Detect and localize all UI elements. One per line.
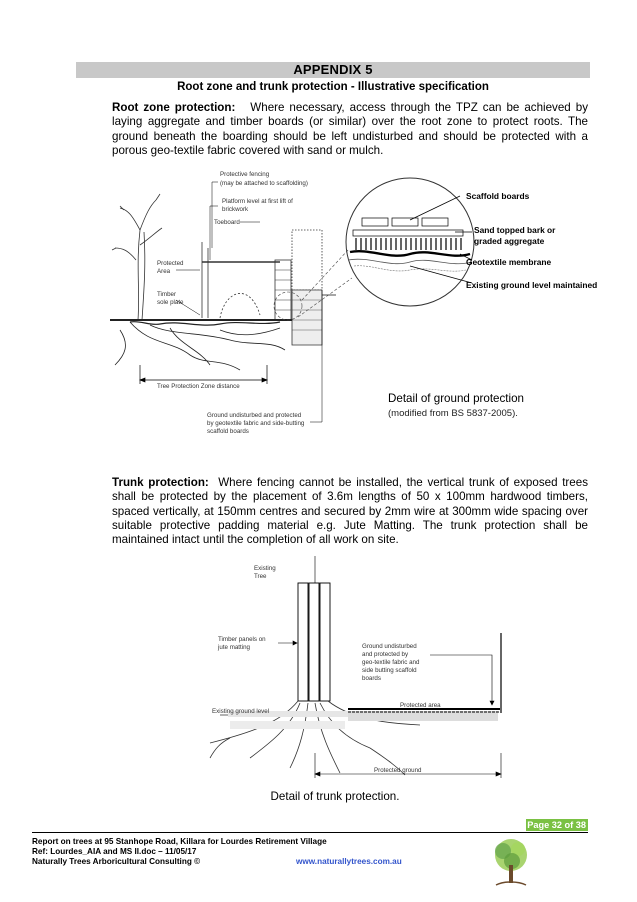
label-timber-2: sole plate	[157, 299, 184, 306]
root-zone-body: Where necessary, access through the TPZ …	[112, 101, 588, 157]
small-leader-lines	[175, 181, 323, 423]
trunk-heading: Trunk protection:	[112, 476, 209, 489]
tree-illustration	[111, 193, 163, 321]
footer-company-line: Naturally Trees Arboricultural Consultin…	[32, 857, 201, 866]
appendix-subtitle: Root zone and trunk protection - Illustr…	[177, 81, 489, 93]
ground-texture	[228, 711, 498, 729]
label-existing-ground: Existing ground level maintained	[466, 280, 597, 290]
ground-protection-source: (modified from BS 5837-2005).	[388, 408, 518, 419]
ground-protection-caption: Detail of ground protection	[388, 392, 524, 405]
label-sand-2: graded aggregate	[474, 236, 545, 246]
footer-report-line: Report on trees at 95 Stanhope Road, Kil…	[32, 837, 327, 846]
label-tpz-distance: Tree Protection Zone distance	[157, 383, 240, 390]
appendix-heading: APPENDIX 5	[76, 62, 590, 78]
label-protected-ground: Protected ground	[374, 767, 422, 774]
label-timber-1: Timber	[157, 291, 176, 298]
label-ground-1: Ground undisturbed and protected	[207, 412, 302, 419]
label-protected-2: Area	[157, 268, 171, 275]
trunk-body: Where fencing cannot be installed, the v…	[112, 476, 588, 547]
label-timber-panels-1: Timber panels on	[218, 636, 266, 643]
label-ground-2: by geotextile fabric and side-butting	[207, 420, 305, 427]
footer-website-link[interactable]: www.naturallytrees.com.au	[296, 857, 402, 866]
root-zone-paragraph: Root zone protection: Where necessary, a…	[112, 101, 588, 158]
trunk-protection-diagram: Existing Tree Timber panels on jute matt…	[209, 556, 502, 778]
trunk-protection-caption: Detail of trunk protection.	[270, 790, 400, 803]
label-protected-area: Protected area	[400, 702, 441, 709]
label-ground-undisturbed-2: and protected by	[362, 651, 409, 658]
label-ground-undisturbed-3: geo-textile fabric and	[362, 659, 420, 666]
protected-area-boards	[348, 633, 502, 713]
trunk-paragraph: Trunk protection: Where fencing cannot b…	[112, 476, 588, 547]
label-fencing-note: (may be attached to scaffolding)	[220, 180, 308, 187]
label-existing-ground-level: Existing ground level	[212, 708, 269, 715]
label-protective-fencing: Protective fencing	[220, 171, 270, 178]
footer-ref-line: Ref: Lourdes_AIA and MS II.doc – 11/05/1…	[32, 847, 197, 856]
label-protected-1: Protected	[157, 260, 184, 267]
label-ground-undisturbed-5: boards	[362, 675, 381, 682]
tree-logo-icon	[495, 839, 527, 886]
label-geotextile: Geotextile membrane	[466, 257, 552, 267]
label-platform-2: brickwork	[222, 206, 249, 213]
fence-illustration	[201, 229, 323, 346]
label-existing-tree-1: Existing	[254, 565, 276, 572]
label-ground-undisturbed-4: side butting scaffold	[362, 667, 417, 674]
label-scaffold-boards: Scaffold boards	[466, 191, 530, 201]
detail-leader-lines	[409, 195, 473, 284]
dimension-lines	[220, 640, 502, 778]
ground-illustration	[110, 294, 336, 371]
callout-connectors	[273, 249, 353, 321]
detail-circle	[345, 177, 475, 307]
footer-divider	[32, 832, 588, 833]
label-ground-3: scaffold boards	[207, 428, 249, 435]
ground-protection-diagram: Scaffold boards Sand topped bark or grad…	[110, 171, 597, 435]
label-timber-panels-2: jute matting	[217, 644, 251, 651]
label-ground-undisturbed-1: Ground undisturbed	[362, 643, 417, 650]
tpz-dimension	[139, 365, 268, 384]
label-sand-1: Sand topped bark or	[474, 225, 556, 235]
page-number-badge: Page 32 of 38	[526, 819, 588, 831]
root-zone-heading: Root zone protection:	[112, 101, 236, 114]
timber-panels	[297, 582, 331, 702]
label-toeboard: Toeboard	[214, 219, 240, 226]
label-platform-1: Platform level at first lift of	[222, 198, 293, 205]
label-existing-tree-2: Tree	[254, 573, 267, 580]
